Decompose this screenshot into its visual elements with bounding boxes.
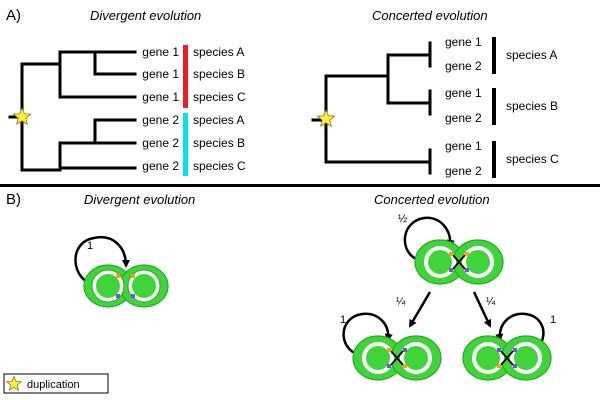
concerted-cell-bottom-left: 1 xyxy=(340,312,442,381)
gene2-bar xyxy=(183,113,188,176)
concerted-title-a: Concerted evolution xyxy=(372,8,488,23)
con-species-a: species A xyxy=(506,48,557,62)
gene1-bar xyxy=(183,45,188,108)
concerted-tree xyxy=(311,41,432,175)
div-species-4: species A xyxy=(193,113,244,127)
divergent-star xyxy=(12,106,32,126)
concerted-cell-bottom-right: 1 xyxy=(462,312,556,381)
div-gene-3: gene 1 xyxy=(142,90,179,104)
top-self-prob: ½ xyxy=(398,213,407,225)
con-species-b: species B xyxy=(506,99,558,113)
left-prob: ¼ xyxy=(396,296,406,308)
div-gene-5: gene 2 xyxy=(142,136,179,150)
div-species-6: species C xyxy=(193,159,246,173)
div-species-2: species B xyxy=(193,67,245,81)
div-gene-2: gene 1 xyxy=(142,67,179,81)
divergent-title-a: Divergent evolution xyxy=(90,8,201,23)
concerted-cell-top: ½ xyxy=(398,213,504,285)
divergent-cell: 1 xyxy=(74,235,169,308)
divergent-title-b: Divergent evolution xyxy=(84,192,195,207)
divergent-tree xyxy=(8,50,137,172)
right-prob: ¼ xyxy=(486,296,496,308)
legend: duplication xyxy=(3,373,109,394)
div-species-1: species A xyxy=(193,45,244,59)
arrow-left xyxy=(408,291,432,328)
species-b-bar xyxy=(492,88,496,125)
concerted-title-b: Concerted evolution xyxy=(374,192,490,207)
div-gene-1: gene 1 xyxy=(142,45,179,59)
con-gene-1: gene 1 xyxy=(445,35,482,49)
con-species-c: species C xyxy=(506,152,559,166)
panel-b-label: B) xyxy=(6,191,21,208)
div-self-prob: 1 xyxy=(87,240,93,252)
con-gene-6: gene 2 xyxy=(445,164,482,178)
concerted-star xyxy=(316,108,336,128)
con-gene-3: gene 1 xyxy=(445,86,482,100)
arrow-right xyxy=(472,291,492,328)
species-a-bar xyxy=(492,37,496,74)
br-self-prob: 1 xyxy=(550,314,556,326)
div-gene-6: gene 2 xyxy=(142,159,179,173)
con-gene-5: gene 1 xyxy=(445,139,482,153)
con-gene-4: gene 2 xyxy=(445,111,482,125)
bl-self-prob: 1 xyxy=(340,314,346,326)
con-gene-2: gene 2 xyxy=(445,59,482,73)
div-gene-4: gene 2 xyxy=(142,113,179,127)
species-c-bar xyxy=(492,141,496,178)
panel-divider xyxy=(0,184,600,187)
star-icon xyxy=(5,375,23,391)
div-species-5: species B xyxy=(193,136,245,150)
panel-a-label: A) xyxy=(6,7,21,24)
div-species-3: species C xyxy=(193,90,246,104)
legend-label: duplication xyxy=(27,379,80,391)
